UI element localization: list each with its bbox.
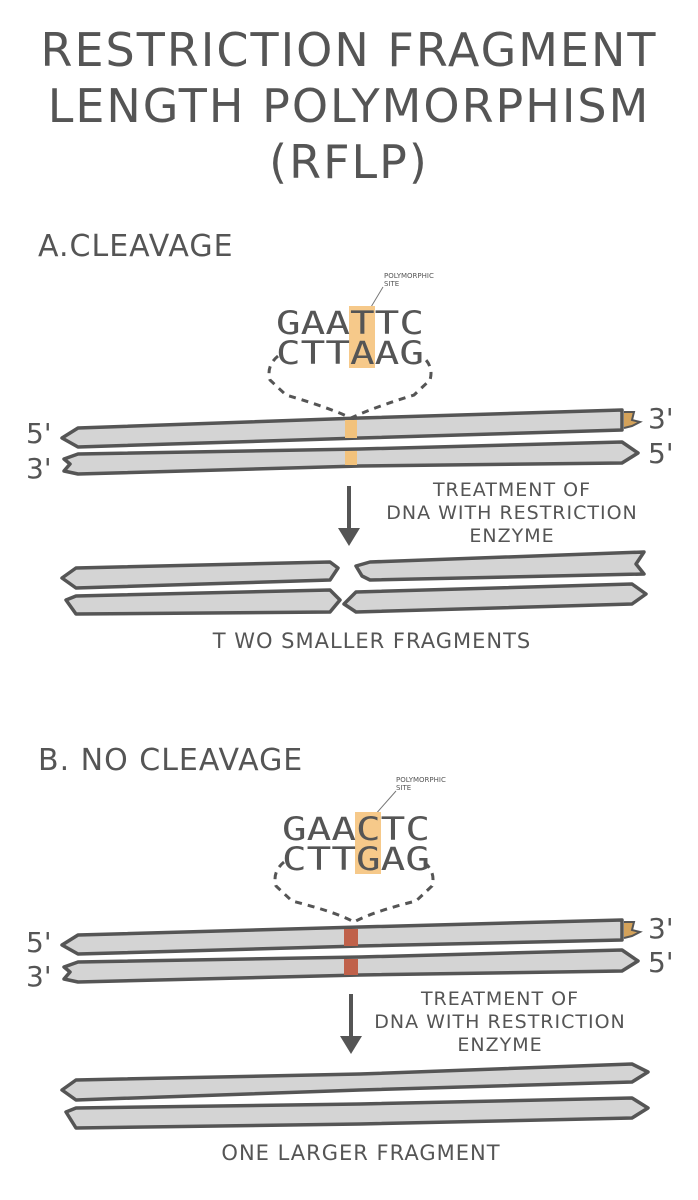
section-b-heading: B. NO CLEAVAGE xyxy=(38,743,303,778)
section-b-seq-top: GAACTC xyxy=(282,810,430,848)
section-a-arrow-down xyxy=(338,486,360,546)
section-a-heading: A.CLEAVAGE xyxy=(38,229,234,264)
section-b-end-top-right: 3' xyxy=(648,912,674,945)
section-b-end-bottom-left: 3' xyxy=(26,960,52,993)
section-b-caption: ONE LARGER FRAGMENT xyxy=(221,1141,500,1165)
section-a-site-mark-top xyxy=(345,420,357,438)
section-b-dna-duplex xyxy=(60,918,643,984)
section-a-site-label-2: SITE xyxy=(384,280,399,288)
section-a-site-label-1: POLYMORPHIC xyxy=(384,272,434,280)
section-a-dna-duplex xyxy=(60,408,643,476)
section-a-fragment-right-bottom xyxy=(342,582,648,614)
section-b-site-label-1: POLYMORPHIC xyxy=(396,776,446,784)
section-a-strand-top xyxy=(60,408,624,449)
section-b-arrow-tip-right xyxy=(623,921,643,939)
section-b-treatment-line-1: TREATMENT OF xyxy=(420,988,579,1010)
section-a-site-mark-bottom xyxy=(345,451,357,465)
section-b-site-mark-top xyxy=(344,929,358,946)
section-b-site-label-2: SITE xyxy=(396,784,411,792)
section-b-site-pointer xyxy=(373,790,397,817)
section-b-fragment-bottom xyxy=(64,1096,650,1130)
section-a-treatment-line-3: ENZYME xyxy=(469,525,554,547)
section-a-arrow-tip-right xyxy=(623,411,643,429)
section-b-end-top-left: 5' xyxy=(26,926,52,959)
section-b-treatment-line-2: DNA WITH RESTRICTION xyxy=(374,1011,626,1033)
section-a-fragment-right-top xyxy=(354,550,646,582)
section-a-seq-top: GAATTC xyxy=(276,304,424,342)
section-b-fragment-top xyxy=(60,1062,650,1102)
section-a-base-highlight xyxy=(349,306,375,368)
section-b-seq-bottom: CTTGAG xyxy=(282,840,430,878)
title-line-2: LENGTH POLYMORPHISM xyxy=(48,79,651,133)
section-b-treatment-line-3: ENZYME xyxy=(457,1034,542,1056)
section-a-treatment-line-1: TREATMENT OF xyxy=(432,479,591,501)
section-b-strand-top xyxy=(60,918,624,956)
section-b-site-mark-bottom xyxy=(344,959,358,975)
section-b-arrow-down xyxy=(340,994,362,1054)
section-b-fragment xyxy=(60,1062,650,1130)
section-a-end-top-right: 3' xyxy=(648,402,674,435)
section-b-end-bottom-right: 5' xyxy=(648,946,674,979)
section-a-fragments xyxy=(60,550,648,616)
section-a-end-bottom-right: 5' xyxy=(648,437,674,470)
section-a-end-top-left: 5' xyxy=(26,417,52,450)
title-line-3: (RFLP) xyxy=(269,135,429,189)
section-a-end-bottom-left: 3' xyxy=(26,452,52,485)
section-a-fragment-left-bottom xyxy=(64,588,342,616)
section-a-caption: T WO SMALLER FRAGMENTS xyxy=(212,629,532,653)
section-a-treatment-line-2: DNA WITH RESTRICTION xyxy=(386,502,638,524)
section-a-fragment-left-top xyxy=(60,560,340,590)
section-a-seq-bottom: CTTAAG xyxy=(276,334,424,372)
section-b-base-highlight xyxy=(355,812,381,874)
title-line-1: RESTRICTION FRAGMENT xyxy=(41,23,658,77)
